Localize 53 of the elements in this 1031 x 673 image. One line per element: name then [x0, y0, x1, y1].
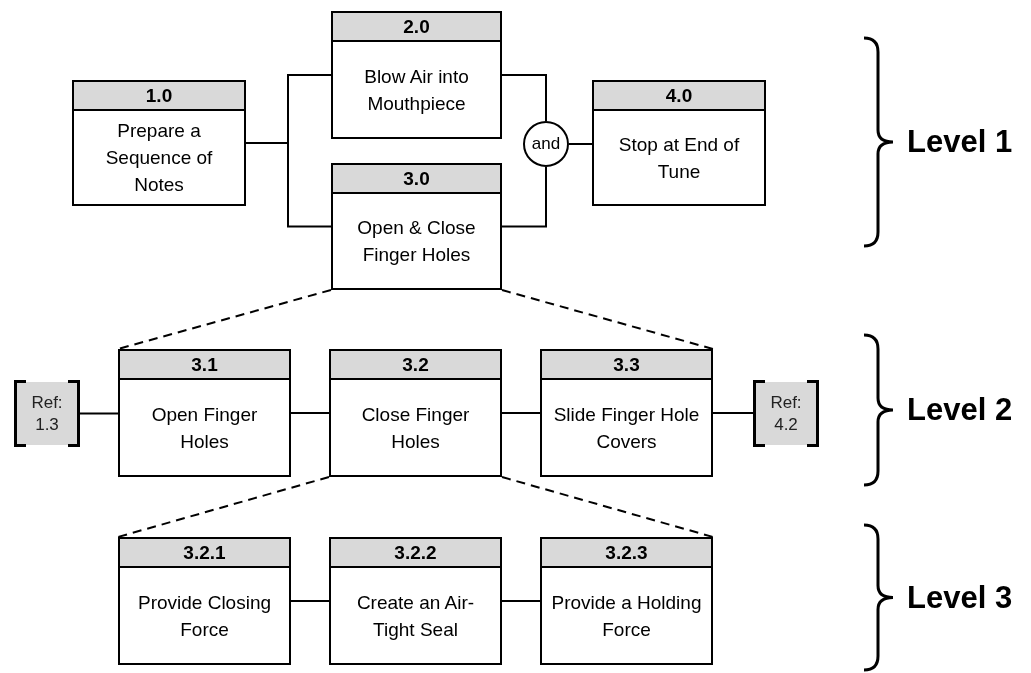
- function-box: [118, 349, 291, 477]
- function-box: [540, 349, 713, 477]
- function-number: 1.0: [74, 82, 244, 111]
- function-box: [331, 163, 502, 290]
- junction-label: and: [531, 134, 561, 154]
- reference-label: Ref: 4.2: [769, 391, 803, 436]
- function-label: Create an Air-Tight Seal: [355, 590, 476, 642]
- connector-line: [501, 74, 547, 122]
- function-label: Slide Finger Hole Covers: [552, 402, 701, 454]
- function-label: Provide a Holding Force: [550, 590, 703, 642]
- connector-line: [501, 412, 541, 414]
- function-number: 2.0: [333, 13, 500, 42]
- function-number: 3.3: [542, 351, 711, 380]
- function-label: Stop at End of Tune: [617, 132, 741, 184]
- connector-line: [712, 412, 754, 414]
- connector-line: [245, 142, 332, 228]
- connector-line: [501, 166, 547, 228]
- connector-line: [568, 143, 593, 145]
- function-label: Prepare a Sequence of Notes: [104, 119, 214, 197]
- function-box: [72, 80, 246, 206]
- function-label: Provide Closing Force: [136, 590, 273, 642]
- function-number: 3.2.1: [120, 539, 289, 568]
- function-number: 3.2.2: [331, 539, 500, 568]
- function-label: Blow Air into Mouthpiece: [363, 64, 470, 116]
- connector-line: [501, 600, 541, 602]
- level-label: Level 1: [907, 124, 1013, 160]
- reference-label: Ref: 1.3: [30, 391, 64, 436]
- function-box: [329, 537, 502, 665]
- function-box: [118, 537, 291, 665]
- function-box: [540, 537, 713, 665]
- connector-line: [290, 600, 330, 602]
- reference-box: [14, 380, 80, 447]
- dashed-connector: [117, 289, 332, 350]
- reference-box: [753, 380, 819, 447]
- function-number: 4.0: [594, 82, 764, 111]
- function-box: [331, 11, 502, 139]
- function-number: 3.0: [333, 165, 500, 194]
- function-label: Close Finger Holes: [360, 402, 471, 454]
- function-label: Open & Close Finger Holes: [356, 216, 477, 267]
- dashed-connector: [117, 476, 330, 538]
- level-label: Level 2: [907, 392, 1013, 428]
- function-box: [592, 80, 766, 206]
- connector-line: [79, 412, 119, 415]
- junction-circle: [523, 121, 569, 167]
- function-number: 3.2.3: [542, 539, 711, 568]
- function-box: [329, 349, 502, 477]
- connector-line: [290, 412, 330, 414]
- level-label: Level 3: [907, 579, 1013, 616]
- function-number: 3.2: [331, 351, 500, 380]
- function-number: 3.1: [120, 351, 289, 380]
- function-label: Open Finger Holes: [150, 402, 259, 454]
- dashed-connector: [501, 289, 714, 350]
- dashed-connector: [501, 476, 714, 538]
